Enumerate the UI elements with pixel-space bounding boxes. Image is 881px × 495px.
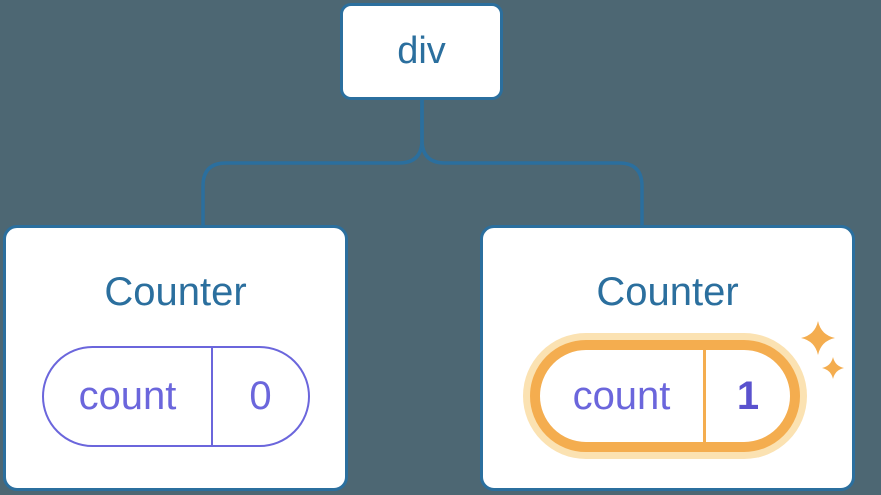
state-value: 0: [249, 374, 272, 418]
counter-card-left: Counter count 0: [3, 225, 348, 491]
connector-branch-left: [201, 100, 424, 225]
connector-branch-right: [420, 100, 644, 225]
state-name: count: [540, 350, 706, 442]
sparkles-icon: [801, 321, 844, 379]
tree-node-div: div: [340, 3, 503, 100]
counter-card-right: Counter count 1: [480, 225, 855, 491]
component-title: Counter: [596, 270, 739, 314]
sparkle-star-large: [801, 321, 835, 355]
div-node-label: div: [397, 30, 446, 72]
state-pill: count 0: [42, 346, 310, 447]
state-pill-highlighted: count 1: [530, 340, 800, 452]
component-title: Counter: [104, 270, 247, 314]
state-value: 1: [736, 373, 760, 418]
sparkle-star-small: [822, 357, 844, 379]
state-name: count: [44, 348, 213, 445]
